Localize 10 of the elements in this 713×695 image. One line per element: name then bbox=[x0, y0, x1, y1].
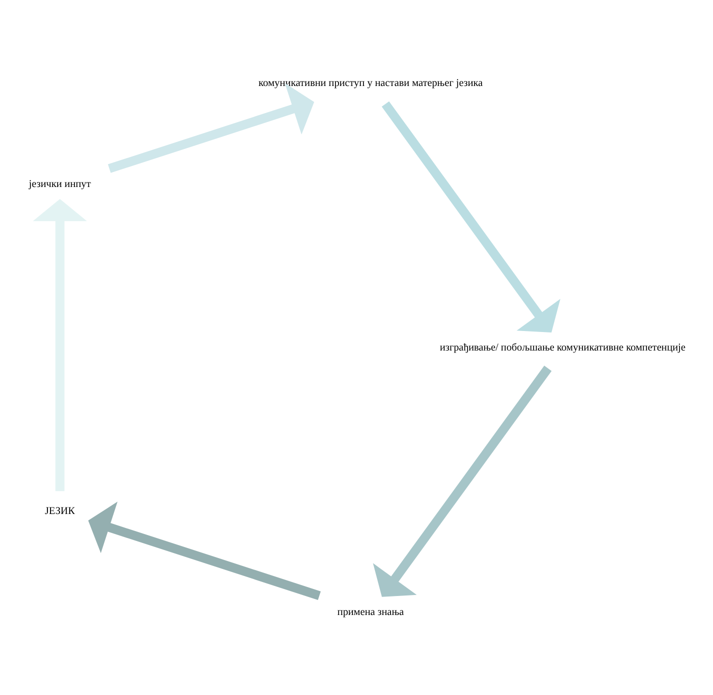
node-text: примена знања bbox=[337, 606, 404, 618]
arrow bbox=[32, 198, 87, 491]
arrow bbox=[382, 100, 560, 332]
arrow bbox=[108, 82, 314, 172]
arrow bbox=[372, 365, 552, 596]
node-text: изграђивање/ побољшање комуникативне компетенције bbox=[440, 342, 686, 353]
arrow bbox=[88, 501, 321, 600]
node-text: комуникативни приступ у настави матерњег језика bbox=[258, 78, 483, 89]
node-text: језички инпут bbox=[28, 178, 91, 190]
node-text: ЈЕЗИК bbox=[44, 505, 75, 516]
